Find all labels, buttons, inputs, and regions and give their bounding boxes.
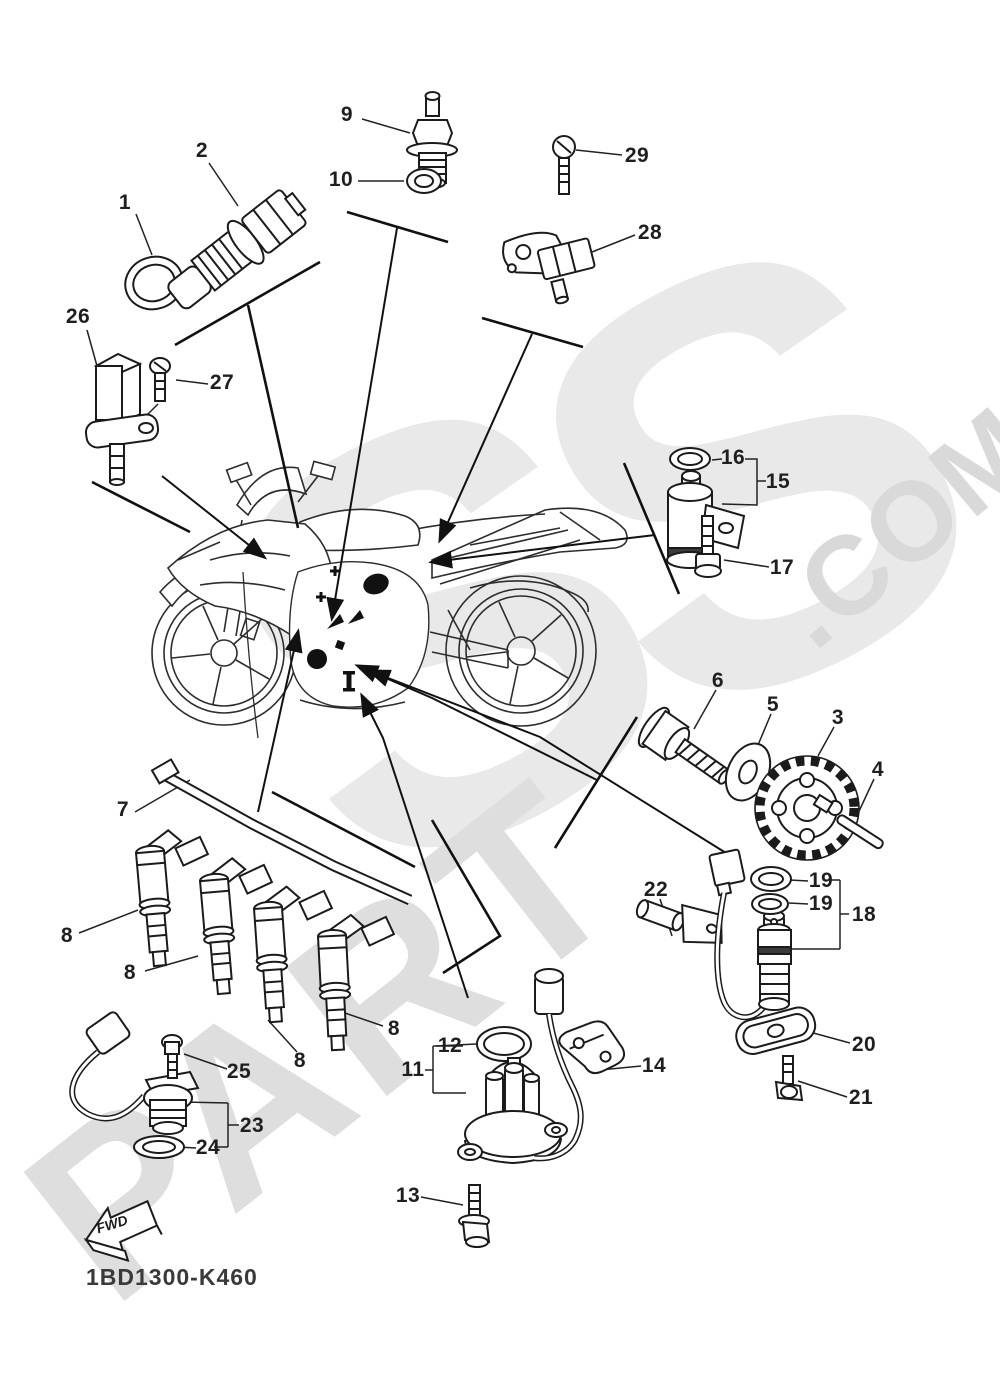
part-22-sensor xyxy=(635,899,723,944)
part-callout-14: 14 xyxy=(641,1054,667,1077)
part-19-oring xyxy=(750,866,792,892)
part-callout-4: 4 xyxy=(871,758,885,781)
part-8-ignition-coil xyxy=(252,885,301,1024)
part-callout-29: 29 xyxy=(624,144,650,167)
part-17-bolt xyxy=(694,515,722,578)
fwd-arrow-icon xyxy=(83,1199,163,1263)
part-callout-12: 12 xyxy=(437,1034,463,1057)
pointer-arrows xyxy=(161,227,727,999)
part-callout-9: 9 xyxy=(340,103,354,126)
part-8-ignition-coil xyxy=(198,857,247,996)
part-callout-5: 5 xyxy=(766,693,780,716)
part-callout-2: 2 xyxy=(195,139,209,162)
part-callout-25: 25 xyxy=(226,1060,252,1083)
part-1-oring xyxy=(124,255,184,311)
part-callout-19: 19 xyxy=(808,869,834,892)
part-29-screw xyxy=(552,135,576,195)
part-callout-7: 7 xyxy=(116,798,130,821)
part-7-harness xyxy=(150,758,413,947)
part-callout-8: 8 xyxy=(60,924,74,947)
part-callout-10: 10 xyxy=(328,168,354,191)
part-callout-22: 22 xyxy=(643,878,669,901)
callout-leaders xyxy=(78,118,875,1206)
part-8-ignition-coil xyxy=(134,829,183,968)
part-callout-19: 19 xyxy=(808,892,834,915)
part-11-fuel-pump xyxy=(457,1057,568,1165)
part-25-bolt xyxy=(161,1034,183,1079)
part-21-bolt xyxy=(774,1055,804,1102)
part-callout-1: 1 xyxy=(118,191,132,214)
part-callout-23: 23 xyxy=(239,1114,265,1137)
part-callout-27: 27 xyxy=(209,371,235,394)
part-callout-15: 15 xyxy=(765,470,791,493)
part-12-oring xyxy=(476,1026,532,1062)
part-16-oring xyxy=(669,447,711,471)
part-20-bracket xyxy=(735,1006,817,1055)
part-23-sensor xyxy=(143,1070,200,1135)
diagram-part-code: 1BD1300-K460 xyxy=(86,1264,258,1290)
part-26-switch xyxy=(84,352,160,486)
part-callout-24: 24 xyxy=(195,1136,221,1159)
part-3-sprocket xyxy=(754,755,860,861)
part-callout-21: 21 xyxy=(848,1086,874,1109)
motorcycle-illustration xyxy=(151,460,628,739)
part-19-oring xyxy=(751,893,789,915)
part-callout-11: 11 xyxy=(401,1058,425,1081)
part-callout-18: 18 xyxy=(851,903,877,926)
part-callout-17: 17 xyxy=(769,556,795,579)
part-callout-8: 8 xyxy=(387,1017,401,1040)
part-callout-8: 8 xyxy=(293,1049,307,1072)
part-callout-8: 8 xyxy=(123,961,137,984)
partition-lines xyxy=(91,210,681,975)
part-24-oring xyxy=(133,1135,185,1159)
part-callout-13: 13 xyxy=(395,1184,421,1207)
part-14-bracket xyxy=(558,1020,626,1075)
part-callout-3: 3 xyxy=(831,706,845,729)
part-6-bolt xyxy=(637,706,732,785)
spark-plug-cap-cable xyxy=(69,1011,147,1122)
rear-wheel xyxy=(445,575,597,727)
part-callout-28: 28 xyxy=(637,221,663,244)
part-27-screw xyxy=(149,357,171,402)
part-2-temp-sensor xyxy=(167,189,307,310)
part-8-ignition-coil xyxy=(316,913,366,1052)
part-callout-6: 6 xyxy=(711,669,725,692)
part-10-washer xyxy=(406,168,442,194)
part-13-bolt xyxy=(458,1184,491,1248)
part-callout-16: 16 xyxy=(720,446,746,469)
part-callout-26: 26 xyxy=(65,305,91,328)
pump-lead-wire xyxy=(533,968,584,1162)
part-callout-20: 20 xyxy=(851,1033,877,1056)
part-28-sensor xyxy=(502,231,596,305)
part-4-pin xyxy=(836,814,884,850)
